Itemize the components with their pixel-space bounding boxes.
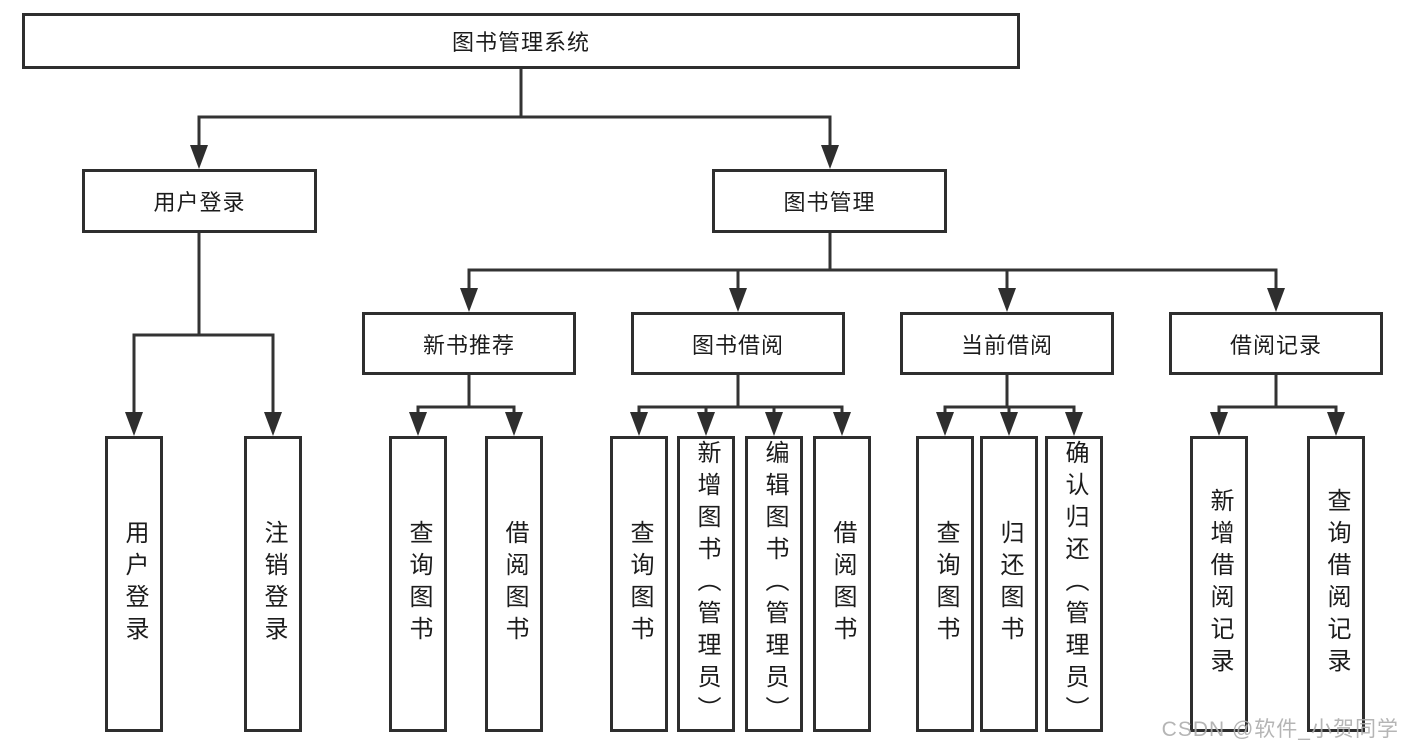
leaf-label: 归还图书 [996,520,1023,648]
node-root-library-system: 图书管理系统 [22,13,1020,69]
leaf-label: 查询借阅记录 [1323,488,1350,680]
node-user-login: 用户登录 [82,169,317,233]
leaf-return-book: 归还图书 [980,436,1038,732]
leaf-label: 查询图书 [405,520,432,648]
leaf-add-book-admin: 新增图书（管理员） [677,436,735,732]
leaf-label: 借阅图书 [829,520,856,648]
leaf-logout: 注销登录 [244,436,302,732]
arrowheads [125,145,1345,436]
leaf-label: 查询图书 [932,520,959,648]
leaf-query-books-recommend: 查询图书 [389,436,447,732]
csdn-watermark: CSDN @软件_小贺同学 [1161,718,1399,741]
leaf-query-borrow-record: 查询借阅记录 [1307,436,1365,732]
leaf-label: 查询图书 [626,520,653,648]
node-new-book-recommend: 新书推荐 [362,312,576,375]
leaf-label: 借阅图书 [501,520,528,648]
node-borrow-records: 借阅记录 [1169,312,1383,375]
leaf-edit-book-admin: 编辑图书（管理员） [745,436,803,732]
leaf-borrow-books-borrow: 借阅图书 [813,436,871,732]
leaf-user-login: 用户登录 [105,436,163,732]
leaf-label: 用户登录 [121,520,148,648]
node-current-borrow: 当前借阅 [900,312,1114,375]
node-book-management: 图书管理 [712,169,947,233]
leaf-label: 确认归还（管理员） [1061,440,1088,728]
node-book-borrow: 图书借阅 [631,312,845,375]
leaf-label: 注销登录 [260,520,287,648]
leaf-label: 新增图书（管理员） [693,440,720,728]
leaf-query-books-borrow: 查询图书 [610,436,668,732]
leaf-add-borrow-record: 新增借阅记录 [1190,436,1248,732]
leaf-confirm-return-admin: 确认归还（管理员） [1045,436,1103,732]
leaf-label: 新增借阅记录 [1206,488,1233,680]
leaf-label: 编辑图书（管理员） [761,440,788,728]
leaf-borrow-books-recommend: 借阅图书 [485,436,543,732]
leaf-query-books-current: 查询图书 [916,436,974,732]
